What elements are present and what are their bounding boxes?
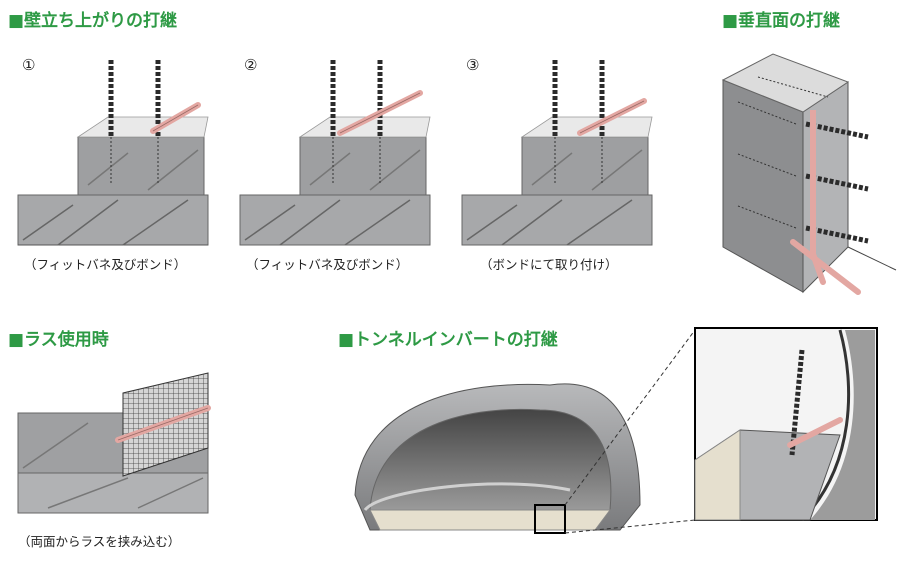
tunnel-drawing: [354, 329, 696, 534]
lath-figure: [17, 372, 211, 514]
tunnel-figure: [354, 327, 878, 534]
step-3-caption: （ボンドにて取り付け）: [480, 257, 618, 272]
step-2-number: ②: [244, 56, 258, 74]
step-2-figure: [239, 60, 431, 246]
heading-vertical-joint: ■垂直面の打継: [722, 6, 840, 31]
heading-tunnel-text: ■トンネルインバートの打継: [338, 330, 558, 350]
wall-step-drawing: [17, 60, 209, 246]
wall-step-drawing: [461, 60, 653, 246]
heading-wall-joint-text: ■壁立ち上がりの打継: [8, 11, 178, 31]
step-1-caption: （フィットバネ及びボンド）: [24, 257, 187, 272]
step-1-figure: [17, 60, 209, 246]
heading-lath: ■ラス使用時: [8, 325, 109, 350]
step-3-figure: [461, 60, 653, 246]
step-2-caption: （フィットバネ及びボンド）: [246, 257, 409, 272]
heading-tunnel: ■トンネルインバートの打継: [338, 325, 558, 350]
lath-caption: （両面からラスを挟み込む）: [18, 534, 181, 549]
tunnel-detail-inset: [694, 327, 878, 522]
step-3-number: ③: [466, 56, 480, 74]
heading-wall-joint: ■壁立ち上がりの打継: [8, 6, 177, 31]
step-1-number: ①: [22, 56, 36, 74]
heading-vertical-joint-text: ■垂直面の打継: [722, 11, 841, 31]
heading-lath-text: ■ラス使用時: [8, 330, 109, 350]
vertical-joint-figure: [721, 53, 897, 295]
lath-drawing: [17, 372, 211, 514]
wall-step-drawing: [239, 60, 431, 246]
vertical-block-drawing: [721, 53, 897, 295]
